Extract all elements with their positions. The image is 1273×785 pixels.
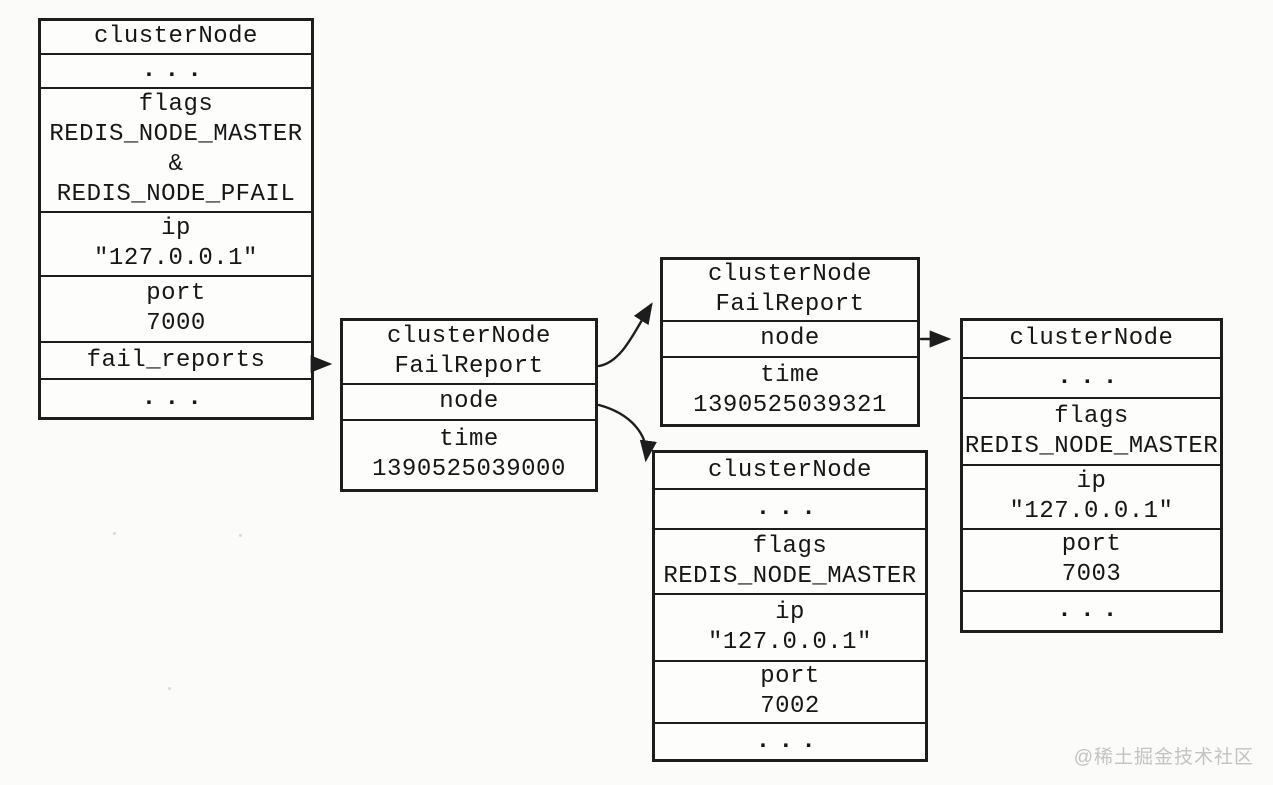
field-name: ip (161, 215, 191, 242)
ellipsis-text: ... (1057, 364, 1126, 391)
ellipsis-row: ... (963, 592, 1220, 630)
field-row-ip: ip "127.0.0.1" (41, 213, 311, 277)
struct-title-row: clusterNode (963, 321, 1220, 359)
field-row-flags: flags REDIS_NODE_MASTER & REDIS_NODE_PFA… (41, 89, 311, 213)
field-name: port (1061, 531, 1122, 558)
arrow-report1-node-to-node7002 (597, 403, 657, 463)
field-name: time (760, 362, 820, 389)
field-name: fail_reports (86, 346, 266, 374)
field-value: 7000 (146, 310, 206, 337)
field-name: time (439, 426, 499, 453)
struct-title: clusterNode (708, 261, 872, 288)
field-row-time: time 1390525039000 (343, 421, 595, 489)
field-name: flags (752, 532, 828, 560)
struct-title-row: clusterNode FailReport (663, 260, 917, 322)
field-name: node (439, 388, 499, 415)
field-value: 1390525039321 (693, 392, 887, 419)
ellipsis-row: ... (41, 55, 311, 89)
field-row-port: port 7000 (41, 277, 311, 343)
struct-title: clusterNode (94, 23, 258, 50)
ellipsis-text: ... (141, 57, 211, 84)
field-row-ip: ip "127.0.0.1" (963, 466, 1220, 530)
struct-title-row: clusterNode (41, 21, 311, 55)
field-value: "127.0.0.1" (708, 628, 872, 656)
ellipsis-row: ... (655, 724, 925, 759)
failreport-box-2: clusterNode FailReport node time 1390525… (660, 257, 920, 427)
field-row-port: port 7003 (963, 530, 1220, 592)
field-value: REDIS_NODE_PFAIL (56, 181, 296, 208)
struct-title-row: clusterNode (655, 453, 925, 490)
struct-title: FailReport (394, 353, 544, 380)
ellipsis-row: ... (655, 490, 925, 530)
scan-speck (113, 532, 116, 535)
clusternode-box-7003: clusterNode ... flags REDIS_NODE_MASTER … (960, 318, 1223, 633)
clusternode-box-7002: clusterNode ... flags REDIS_NODE_MASTER … (652, 450, 928, 762)
field-value: "127.0.0.1" (1009, 498, 1174, 525)
field-row-node: node (663, 322, 917, 358)
field-value: REDIS_NODE_MASTER (663, 562, 917, 590)
field-name: node (760, 325, 820, 352)
scan-speck (239, 534, 242, 537)
field-name: ip (775, 598, 805, 626)
field-row-time: time 1390525039321 (663, 358, 917, 424)
field-value: REDIS_NODE_MASTER (49, 121, 303, 148)
ellipsis-row: ... (41, 380, 311, 417)
field-name: flags (138, 91, 214, 118)
struct-title: clusterNode (1009, 325, 1174, 352)
field-row-flags: flags REDIS_NODE_MASTER (655, 530, 925, 595)
ellipsis-text: ... (755, 727, 825, 755)
field-row-node: node (343, 385, 595, 421)
field-value: & (168, 151, 184, 178)
ellipsis-text: ... (1057, 597, 1126, 624)
field-row-fail-reports: fail_reports (41, 343, 311, 380)
ellipsis-row: ... (963, 359, 1220, 399)
scan-speck (168, 687, 171, 690)
field-name: ip (1076, 468, 1107, 495)
struct-title: FailReport (715, 291, 865, 318)
struct-title-row: clusterNode FailReport (343, 321, 595, 385)
field-row-port: port 7002 (655, 662, 925, 724)
clusternode-box-7000: clusterNode ... flags REDIS_NODE_MASTER … (38, 18, 314, 420)
ellipsis-text: ... (755, 495, 825, 522)
field-row-ip: ip "127.0.0.1" (655, 595, 925, 662)
field-name: port (146, 280, 206, 307)
field-row-flags: flags REDIS_NODE_MASTER (963, 399, 1220, 466)
field-name: flags (1054, 402, 1129, 430)
field-value: "127.0.0.1" (94, 245, 258, 272)
field-value: REDIS_NODE_MASTER (964, 432, 1219, 460)
field-value: 7003 (1061, 561, 1122, 588)
field-value: 7002 (760, 693, 820, 720)
ellipsis-text: ... (141, 384, 211, 412)
watermark-text: @稀土掘金技术社区 (1073, 747, 1254, 768)
field-name: port (760, 663, 820, 690)
failreport-box-1: clusterNode FailReport node time 1390525… (340, 318, 598, 492)
field-value: 1390525039000 (372, 456, 566, 483)
struct-title: clusterNode (387, 323, 551, 350)
arrow-report1-to-report2 (597, 302, 653, 368)
struct-title: clusterNode (708, 456, 872, 484)
